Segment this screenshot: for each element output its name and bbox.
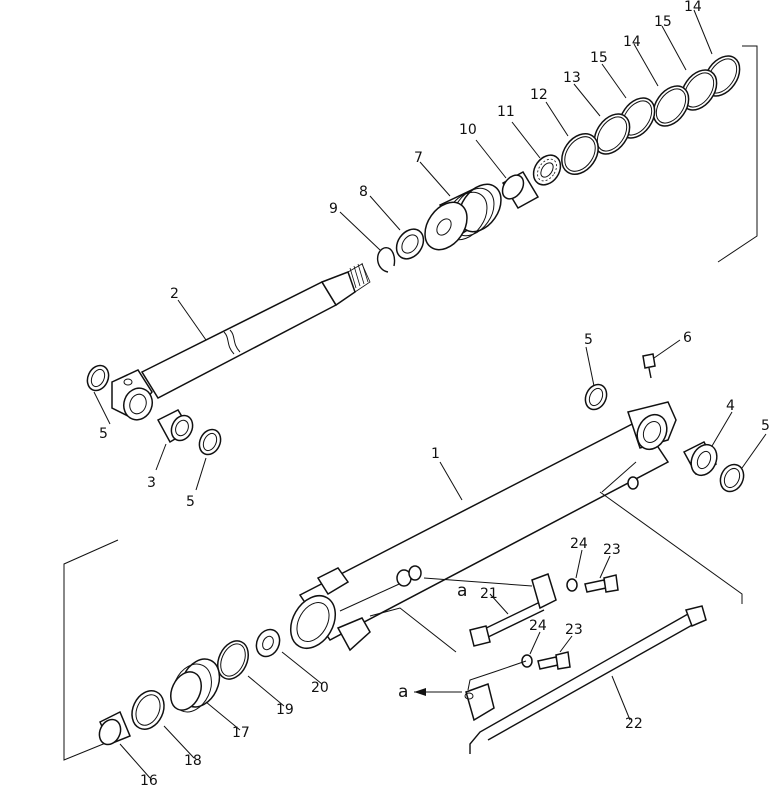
callout-18: 18 [184, 753, 202, 769]
snap-ring-9 [377, 247, 396, 273]
piston-rod-2 [111, 262, 371, 421]
callout-20: 20 [311, 680, 329, 696]
tube-21 [469, 573, 557, 647]
bushing-3 [156, 409, 194, 444]
callout-19: 19 [276, 702, 294, 718]
callout-22: 22 [625, 716, 643, 732]
callout-15-upper: 15 [654, 14, 672, 30]
bolt-23-lower [537, 651, 571, 670]
seal-ring-13 [593, 113, 631, 155]
washer-24-lower [521, 654, 533, 668]
bearing-11 [532, 154, 562, 186]
upper-group-bracket [717, 45, 758, 263]
washer-24-upper [566, 578, 578, 592]
callout-21: 21 [480, 586, 498, 602]
callout-5-left: 5 [99, 426, 108, 442]
dust-seal-5-left [86, 364, 110, 392]
grease-fitting-6 [642, 353, 656, 379]
tube-group-bracket [599, 461, 743, 604]
callout-3: 3 [147, 475, 156, 491]
callout-23-lower: 23 [565, 622, 583, 638]
bolt-23-upper [584, 574, 619, 593]
callout-10: 10 [459, 122, 477, 138]
callout-4: 4 [726, 398, 735, 414]
callout-labels: 1 2 3 4 5 5 5 5 6 7 8 9 10 11 12 13 15 1… [99, 0, 770, 785]
bushing-4 [682, 441, 718, 477]
dust-seal-5-right [719, 463, 745, 493]
port-connection-lines [339, 579, 457, 653]
callout-1: 1 [431, 446, 440, 462]
callout-13: 13 [563, 70, 581, 86]
lower-group-bracket [63, 539, 119, 761]
reference-arrow-a-upper [423, 577, 533, 587]
callout-8: 8 [359, 184, 368, 200]
seal-ring-12 [561, 133, 599, 175]
callout-14-upper: 14 [684, 0, 702, 15]
dust-seal-5-lower-left [198, 428, 222, 456]
callout-23-upper: 23 [603, 542, 621, 558]
callout-5-right: 5 [761, 418, 770, 434]
seal-18 [131, 690, 165, 730]
callout-15-lower: 15 [590, 50, 608, 66]
bushing-16 [98, 710, 131, 746]
callout-5-mid: 5 [584, 332, 593, 348]
callout-2: 2 [170, 286, 179, 302]
flange-seal-pieces [396, 565, 422, 587]
callout-5-lower-left: 5 [186, 494, 195, 510]
bushing-10 [501, 170, 540, 210]
callout-6: 6 [683, 330, 692, 346]
reference-label-a-lower: a [398, 682, 408, 702]
leader-lines [93, 9, 767, 779]
dust-seal-5-mid [584, 383, 608, 411]
cylinder-tube-1 [289, 401, 677, 652]
callout-24-lower: 24 [529, 618, 547, 634]
seal-ring-15-top [680, 69, 718, 111]
tube-22 [464, 605, 707, 754]
nut-8 [395, 228, 425, 260]
callout-12: 12 [530, 87, 548, 103]
callout-11: 11 [497, 104, 515, 120]
callout-14-lower: 14 [623, 34, 641, 50]
callout-24-upper: 24 [570, 536, 588, 552]
seal-ring-14 [652, 85, 690, 127]
wear-ring-19 [217, 640, 249, 680]
reference-label-a-upper: a [457, 581, 467, 601]
callout-7: 7 [414, 150, 423, 166]
callout-17: 17 [232, 725, 250, 741]
callout-16: 16 [140, 773, 158, 785]
piston-7 [424, 183, 502, 251]
piston-17 [170, 658, 221, 713]
callout-9: 9 [329, 201, 338, 217]
nut-20 [255, 628, 281, 658]
reference-arrow-a-lower [414, 660, 527, 696]
